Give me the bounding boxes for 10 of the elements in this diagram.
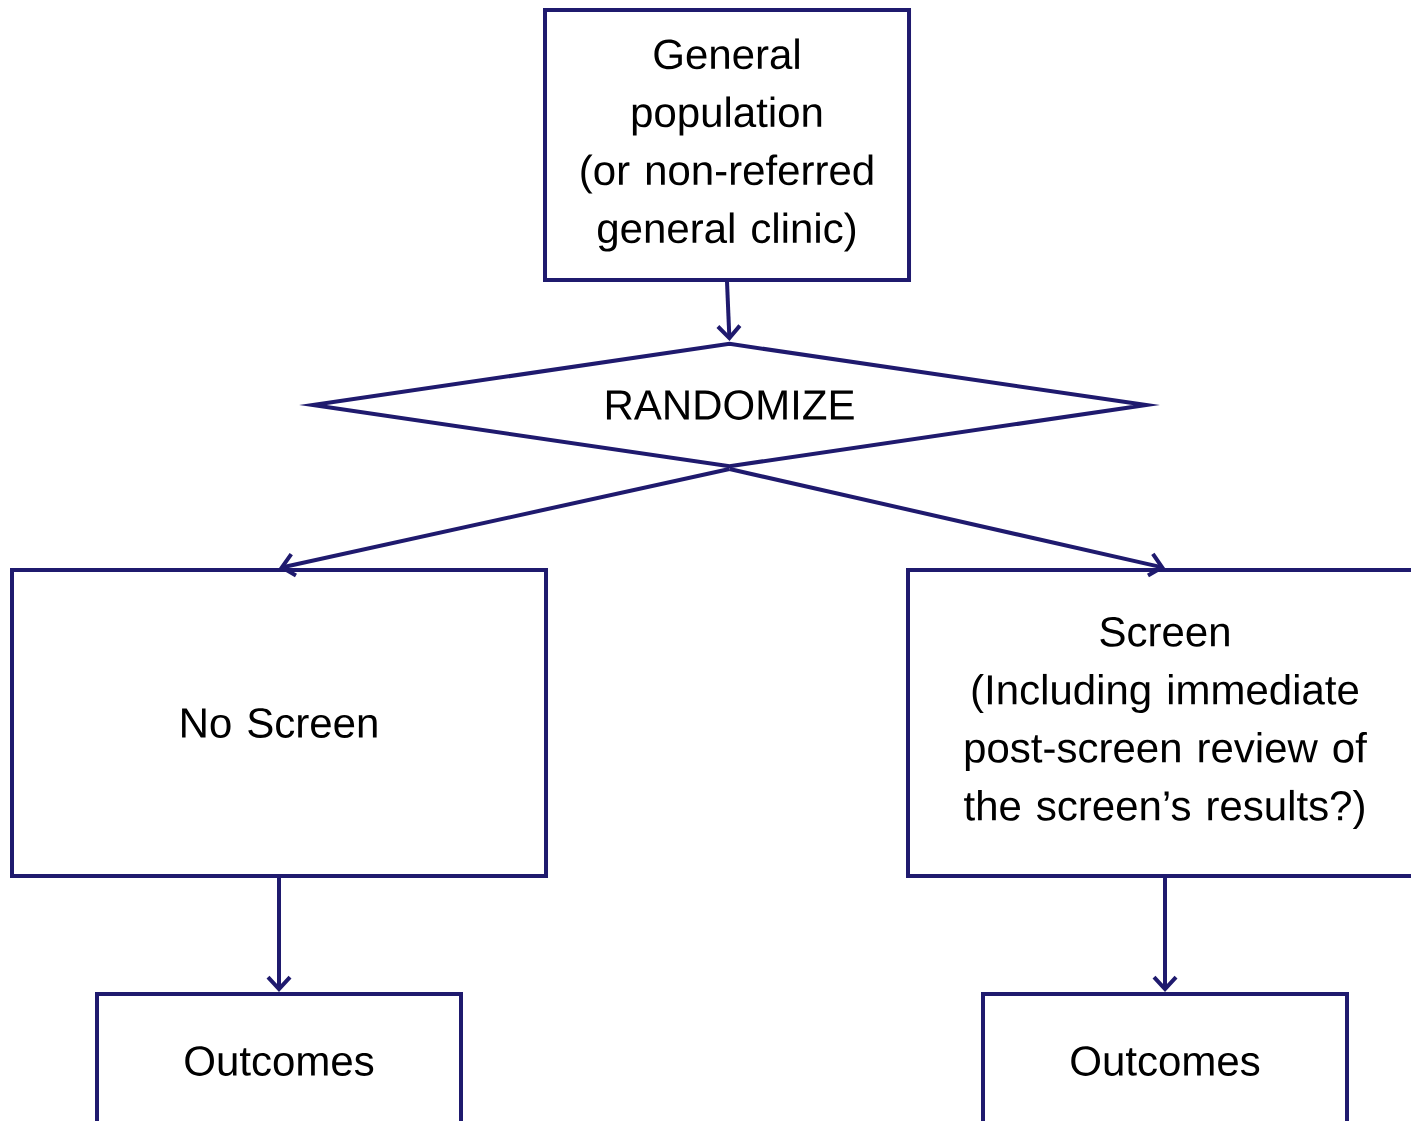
process-box: Outcomes xyxy=(981,992,1349,1121)
process-box: Outcomes xyxy=(95,992,463,1121)
arrow xyxy=(1152,878,1178,992)
arrow xyxy=(279,467,730,578)
arrow xyxy=(729,467,1165,578)
process-box: Screen (Including immediate post-screen review of the screen’s results?) xyxy=(906,568,1411,878)
arrow xyxy=(266,878,292,992)
arrow xyxy=(716,281,742,341)
process-box: No Screen xyxy=(10,568,548,878)
process-box: General population (or non-referred general clinic) xyxy=(543,8,911,282)
